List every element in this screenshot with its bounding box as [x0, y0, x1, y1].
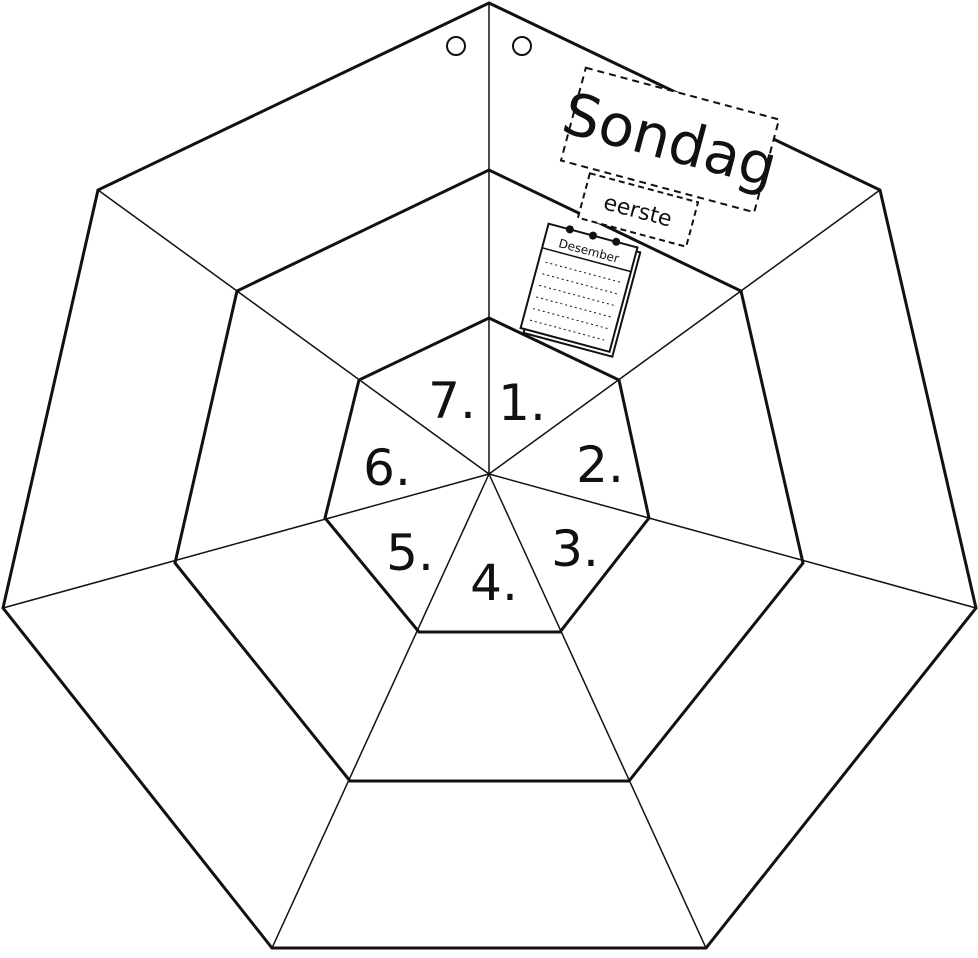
radial-spokes — [2, 3, 977, 949]
inner-heptagon — [323, 316, 651, 634]
segment-number-2: 2. — [576, 436, 624, 494]
segment-number-1: 1. — [498, 374, 546, 432]
middle-heptagon — [173, 168, 805, 783]
segment-number-7: 7. — [428, 372, 476, 430]
segment-numbers: 1. 2. 3. 4. 5. 6. 7. — [363, 372, 624, 612]
spoke — [488, 473, 977, 609]
spoke — [97, 189, 490, 475]
segment-number-3: 3. — [551, 520, 599, 578]
punch-hole-icon — [512, 36, 532, 56]
segment-number-5: 5. — [386, 524, 434, 582]
spoke — [488, 189, 881, 475]
ordinal-label-box: eerste — [576, 172, 700, 248]
segment-number-4: 4. — [470, 554, 518, 612]
segment-number-6: 6. — [363, 439, 411, 497]
punch-hole-icon — [446, 36, 466, 56]
spoke — [271, 473, 490, 949]
spoke — [488, 473, 707, 949]
spoke — [2, 473, 490, 609]
calendar-icon: Desember — [519, 222, 642, 358]
